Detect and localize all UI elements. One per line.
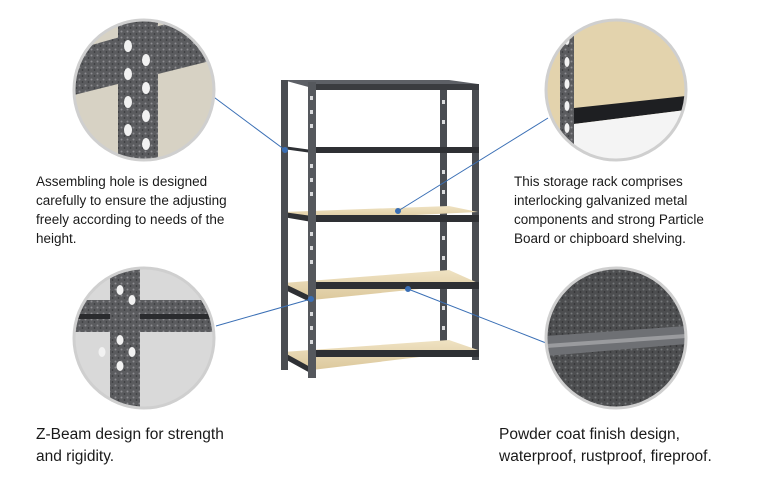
storage-rack	[281, 80, 479, 378]
detail-assembling-hole	[72, 18, 216, 162]
detail-particle-board	[544, 18, 688, 162]
detail-powder-coat	[544, 266, 688, 410]
caption-powder-coat: Powder coat finish design, waterproof, r…	[499, 426, 712, 465]
detail-z-beam	[72, 266, 216, 410]
caption-storage-rack: This storage rack comprises interlocking…	[514, 174, 704, 246]
caption-z-beam: Z-Beam design for strength and rigidity.	[36, 426, 224, 465]
caption-assembling-hole: Assembling hole is designed carefully to…	[36, 174, 227, 246]
leader-lines	[206, 91, 549, 344]
